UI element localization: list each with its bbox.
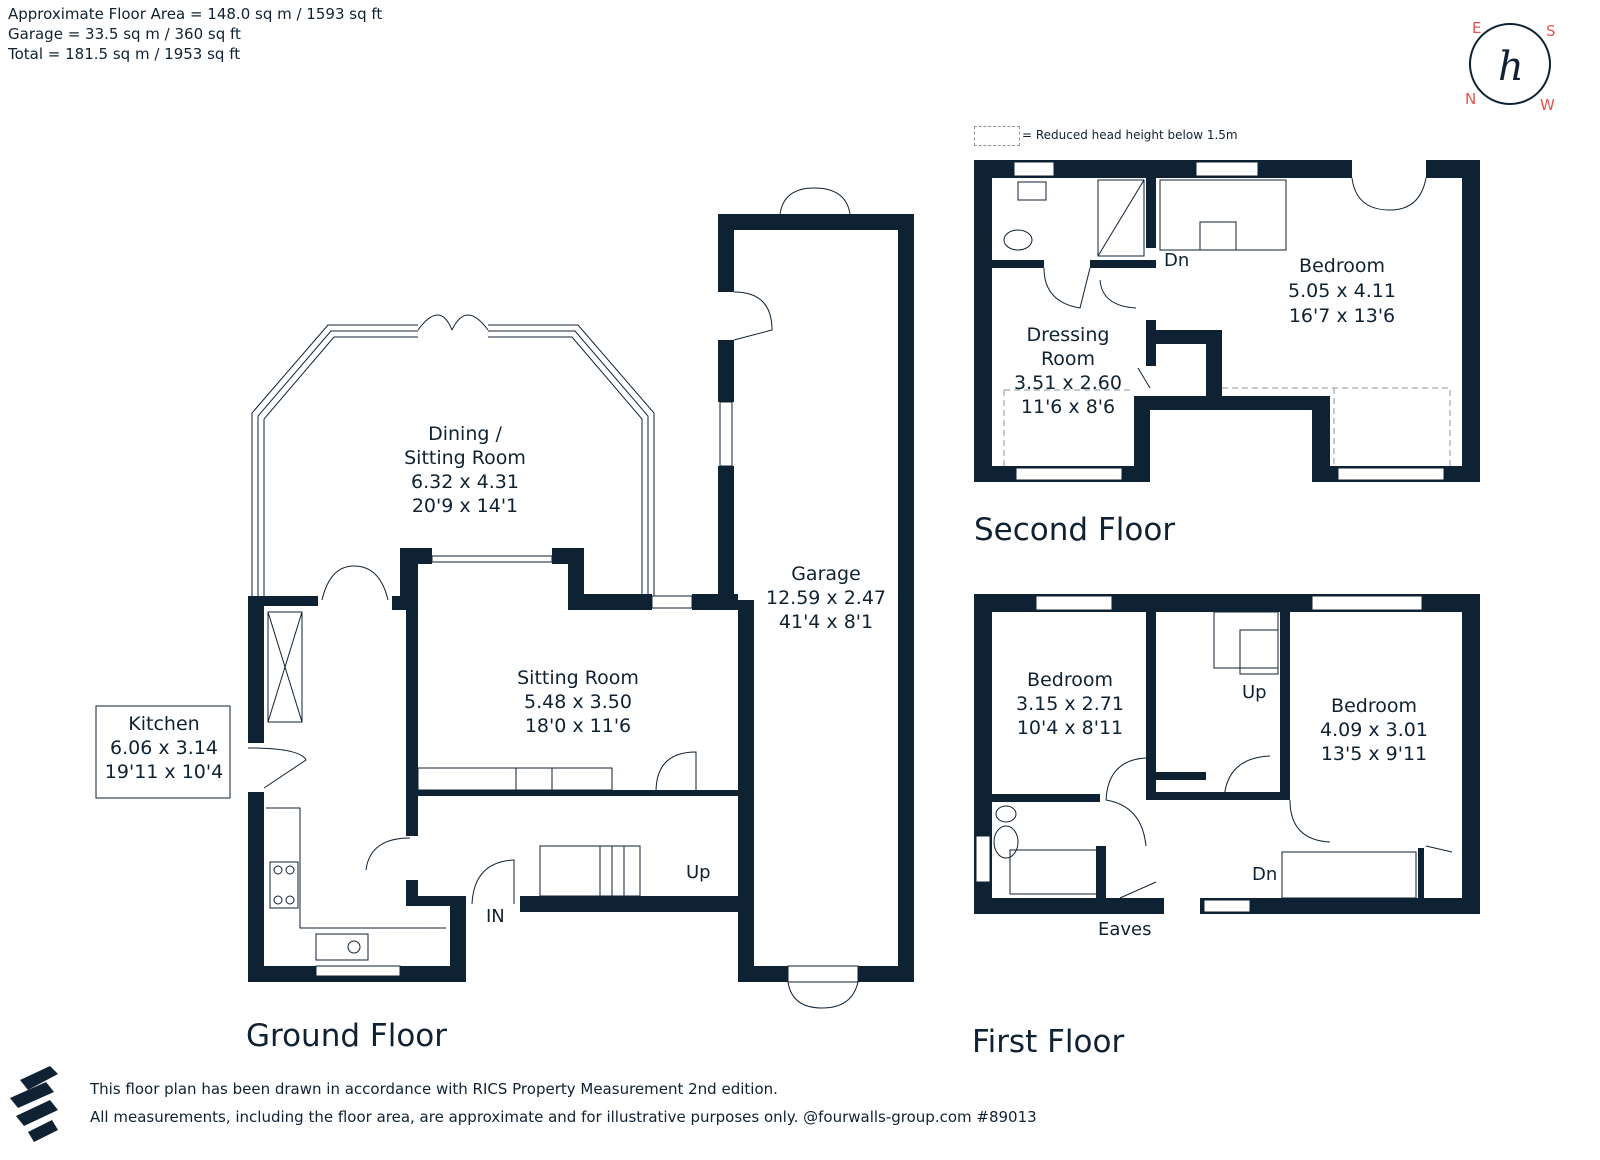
kitchen-name: Kitchen <box>128 713 199 735</box>
second-bedroom-metric: 5.05 x 4.11 <box>1288 280 1396 302</box>
sitting-imperial: 18'0 x 11'6 <box>525 715 631 737</box>
garage-imperial: 41'4 x 8'1 <box>779 611 873 633</box>
first-floor-plan <box>974 594 1480 914</box>
footer-rics-note: This floor plan has been drawn in accord… <box>90 1080 778 1098</box>
ground-stairs-up: Up <box>686 862 711 883</box>
first-bedroom-right-imperial: 13'5 x 9'11 <box>1321 743 1427 765</box>
first-eaves-label: Eaves <box>1098 919 1152 940</box>
dressing-metric: 3.51 x 2.60 <box>1014 372 1122 394</box>
compass-s: S <box>1546 22 1556 40</box>
compass-e: E <box>1472 19 1481 37</box>
dressing-name-2: Room <box>1041 348 1095 370</box>
dining-metric: 6.32 x 4.31 <box>411 471 519 493</box>
dressing-imperial: 11'6 x 8'6 <box>1021 396 1115 418</box>
second-floor-plan <box>974 160 1480 482</box>
first-bedroom-right-metric: 4.09 x 3.01 <box>1320 719 1428 741</box>
dressing-name-1: Dressing <box>1027 324 1110 346</box>
kitchen-metric: 6.06 x 3.14 <box>110 737 218 759</box>
sitting-metric: 5.48 x 3.50 <box>524 691 632 713</box>
entrance-in: IN <box>486 906 505 927</box>
company-logo <box>10 1066 58 1142</box>
sitting-name: Sitting Room <box>517 667 639 689</box>
second-bedroom-imperial: 16'7 x 13'6 <box>1289 305 1395 327</box>
second-bedroom-name: Bedroom <box>1299 255 1385 277</box>
first-floor-title: First Floor <box>972 1024 1125 1060</box>
first-bedroom-right-name: Bedroom <box>1331 695 1417 717</box>
first-bedroom-left-metric: 3.15 x 2.71 <box>1016 693 1124 715</box>
kitchen-imperial: 19'11 x 10'4 <box>105 761 223 783</box>
footer-disclaimer: All measurements, including the floor ar… <box>90 1108 1037 1126</box>
reduced-height-legend-swatch <box>974 126 1020 146</box>
ground-floor-title: Ground Floor <box>246 1018 448 1054</box>
compass-logo: h E S N W <box>1465 19 1556 114</box>
reduced-height-legend-text: = Reduced head height below 1.5m <box>1022 128 1238 142</box>
floor-area-text: Approximate Floor Area = 148.0 sq m / 15… <box>8 5 383 23</box>
first-stairs-up: Up <box>1242 682 1267 703</box>
compass-w: W <box>1540 96 1555 114</box>
garage-name: Garage <box>791 563 861 585</box>
dining-name-1: Dining / <box>428 423 502 445</box>
logo-letter: h <box>1498 44 1524 90</box>
total-area-text: Total = 181.5 sq m / 1953 sq ft <box>8 45 241 63</box>
ground-floor-plan <box>247 187 914 1009</box>
dining-imperial: 20'9 x 14'1 <box>412 495 518 517</box>
compass-n: N <box>1465 90 1476 108</box>
garage-area-text: Garage = 33.5 sq m / 360 sq ft <box>8 25 241 43</box>
kitchen-label-box <box>95 705 231 799</box>
first-stairs-dn: Dn <box>1252 864 1277 885</box>
second-stairs-dn: Dn <box>1164 250 1189 271</box>
garage-metric: 12.59 x 2.47 <box>766 587 886 609</box>
first-bedroom-left-imperial: 10'4 x 8'11 <box>1017 717 1123 739</box>
dining-name-2: Sitting Room <box>404 447 526 469</box>
first-bedroom-left-name: Bedroom <box>1027 669 1113 691</box>
second-floor-title: Second Floor <box>974 512 1176 548</box>
